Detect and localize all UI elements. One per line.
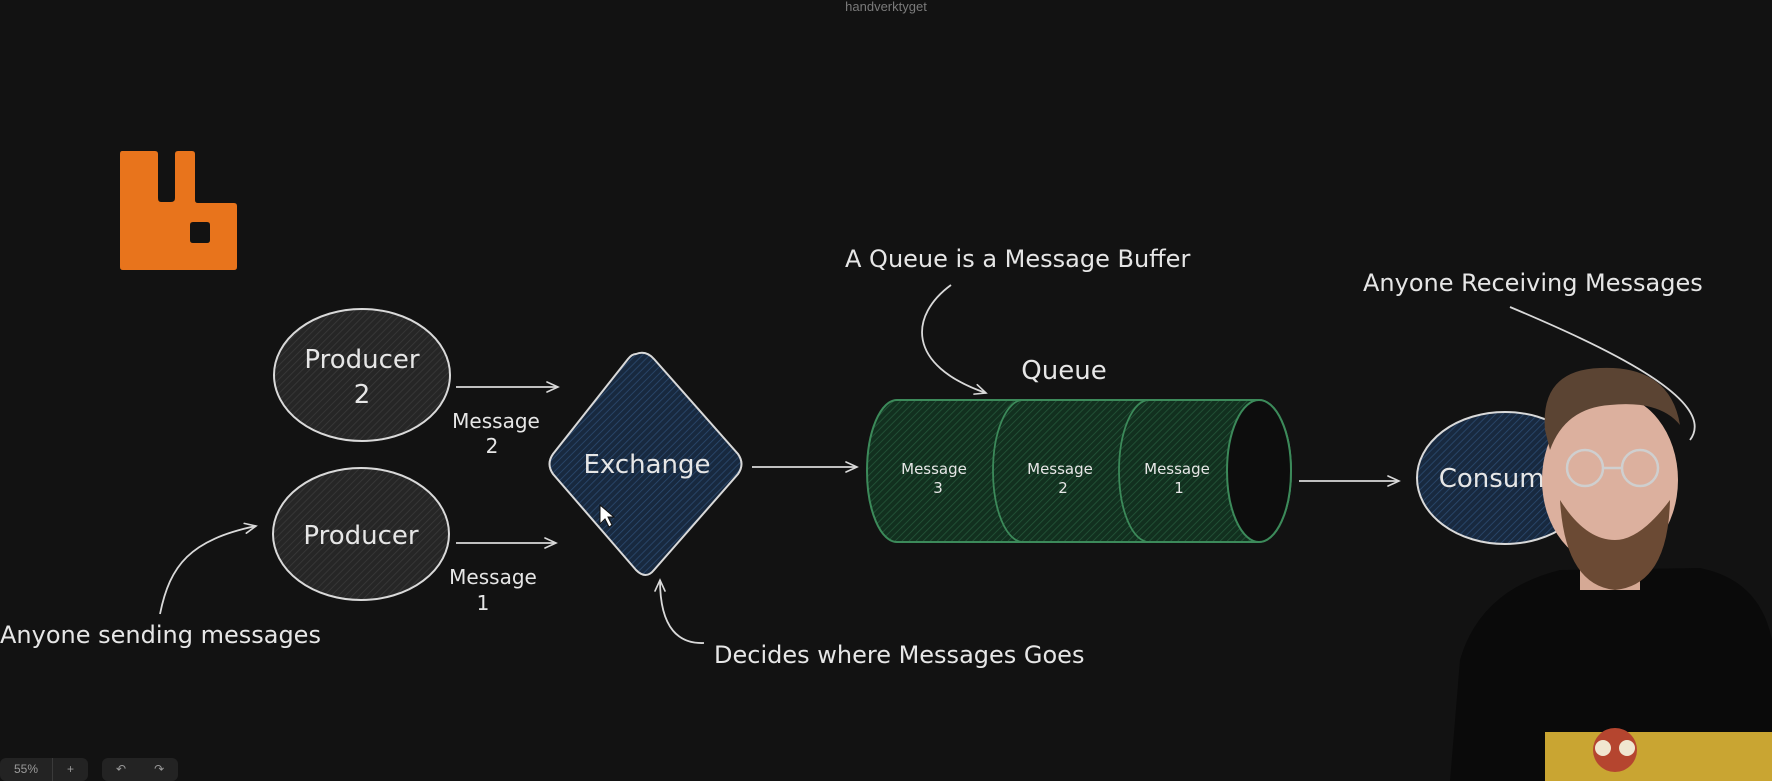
producer-bottom-node[interactable]: Producer <box>272 467 450 601</box>
queue-item-1-number: 1 <box>1174 479 1184 497</box>
queue-item-1: Message 1 <box>1144 460 1210 497</box>
message1-label: Message <box>449 565 537 589</box>
annotation-receiving: Anyone Receiving Messages <box>1363 269 1703 297</box>
undo-button[interactable]: ↶ <box>116 762 127 776</box>
message2-label: Message <box>452 409 540 433</box>
arrow-sending-annotation[interactable] <box>159 522 258 615</box>
zoom-in-button[interactable]: + <box>67 762 75 776</box>
presenter-webcam-overlay <box>1450 367 1772 781</box>
app-title: handverktyget <box>845 0 927 14</box>
queue-item-2-number: 2 <box>1058 479 1068 497</box>
arrow-receiving-annotation[interactable] <box>1509 306 1696 441</box>
arrow-buffer-annotation[interactable] <box>921 284 988 395</box>
arrow-decides-annotation[interactable] <box>654 578 705 644</box>
window-title: handverktyget <box>0 0 1772 18</box>
queue-item-1-label: Message <box>1144 460 1210 478</box>
queue-item-3-label: Message <box>901 460 967 478</box>
toolbar-divider <box>52 758 54 781</box>
producer-top-number: 2 <box>354 380 371 410</box>
producer-bottom-label: Producer <box>303 521 419 551</box>
exchange-label: Exchange <box>583 450 710 480</box>
producer-top-label: Producer <box>304 345 420 375</box>
history-controls: ↶ ↷ <box>102 758 179 781</box>
message1-number: 1 <box>477 591 490 615</box>
bottom-toolbar: 55% + ↶ ↷ <box>0 758 179 781</box>
queue-item-2-label: Message <box>1027 460 1093 478</box>
producer-top-node[interactable]: Producer 2 <box>273 308 451 442</box>
zoom-level[interactable]: 55% <box>14 762 39 776</box>
message2-number: 2 <box>486 434 499 458</box>
exchange-node[interactable]: Exchange <box>548 351 743 576</box>
queue-item-3-number: 3 <box>933 479 943 497</box>
queue-item-3: Message 3 <box>901 460 967 497</box>
queue-title: Queue <box>1021 356 1106 386</box>
queue-node[interactable] <box>866 399 1292 543</box>
queue-item-2: Message 2 <box>1027 460 1093 497</box>
annotation-decides: Decides where Messages Goes <box>714 641 1084 669</box>
rabbit-logo-icon <box>120 151 237 270</box>
redo-button[interactable]: ↷ <box>154 762 165 776</box>
zoom-controls: 55% + <box>0 758 89 781</box>
mouse-cursor-icon <box>599 503 616 528</box>
annotation-sending: Anyone sending messages <box>0 621 321 649</box>
annotation-buffer: A Queue is a Message Buffer <box>845 245 1190 273</box>
